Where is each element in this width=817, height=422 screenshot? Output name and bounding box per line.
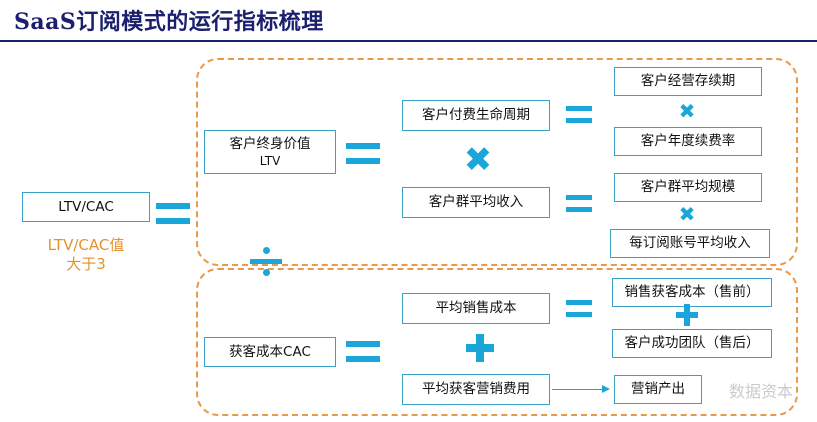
account-income-label: 每订阅账号平均收入 xyxy=(629,235,751,252)
multiply-icon: ✖ xyxy=(463,140,493,180)
equals-icon xyxy=(346,143,380,164)
cohort-box: 客户群平均规模 xyxy=(614,173,762,202)
equals-icon xyxy=(566,106,592,123)
postsales-label: 客户成功团队（售后） xyxy=(624,335,760,352)
note-line-1: LTV/CAC值 xyxy=(47,236,125,254)
arrow-connector xyxy=(552,385,610,393)
arpu-box: 客户群平均收入 xyxy=(402,187,550,218)
avg-sales-label: 平均销售成本 xyxy=(435,300,517,317)
ltv-box: 客户终身价值 LTV xyxy=(204,130,336,174)
equals-icon xyxy=(566,195,592,212)
ltv-label-1: 客户终身价值 xyxy=(229,135,311,152)
divide-icon xyxy=(250,247,282,277)
cohort-label: 客户群平均规模 xyxy=(640,179,736,196)
ltv-cac-label: LTV/CAC xyxy=(58,198,114,215)
cac-label: 获客成本CAC xyxy=(229,343,311,360)
presales-label: 销售获客成本（售前） xyxy=(624,284,760,301)
account-income-box: 每订阅账号平均收入 xyxy=(610,229,770,258)
lifecycle-box: 客户付费生命周期 xyxy=(402,100,550,131)
marketing-label: 营销产出 xyxy=(631,381,685,398)
equals-icon xyxy=(566,300,592,317)
renewal-label: 客户年度续费率 xyxy=(640,133,736,150)
arpu-label: 客户群平均收入 xyxy=(428,194,524,211)
plus-icon xyxy=(466,334,494,362)
avg-marketing-box: 平均获客营销费用 xyxy=(402,374,550,405)
equals-icon xyxy=(156,203,190,224)
plus-icon xyxy=(676,304,698,326)
lifecycle-label: 客户付费生命周期 xyxy=(422,107,530,124)
renewal-box: 客户年度续费率 xyxy=(614,127,762,156)
avg-marketing-label: 平均获客营销费用 xyxy=(422,381,530,398)
retention-label: 客户经营存续期 xyxy=(640,73,736,90)
marketing-box: 营销产出 xyxy=(614,375,702,404)
multiply-icon: ✖ xyxy=(678,99,696,123)
retention-box: 客户经营存续期 xyxy=(614,67,762,96)
avg-sales-box: 平均销售成本 xyxy=(402,293,550,324)
ltv-cac-note: LTV/CAC值 大于3 xyxy=(22,236,150,274)
cac-box: 获客成本CAC xyxy=(204,337,336,367)
ltv-group xyxy=(196,58,798,266)
watermark-logo: 数据资本 xyxy=(728,382,793,401)
cac-group xyxy=(196,268,798,416)
title-divider xyxy=(0,40,817,42)
equals-icon xyxy=(346,341,380,362)
postsales-box: 客户成功团队（售后） xyxy=(612,329,772,358)
page-title: SaaS订阅模式的运行指标梳理 xyxy=(14,9,324,35)
ltv-label-2: LTV xyxy=(259,154,281,169)
note-line-2: 大于3 xyxy=(66,254,106,273)
ltv-cac-box: LTV/CAC xyxy=(22,192,150,222)
multiply-icon: ✖ xyxy=(678,202,696,226)
presales-box: 销售获客成本（售前） xyxy=(612,278,772,307)
